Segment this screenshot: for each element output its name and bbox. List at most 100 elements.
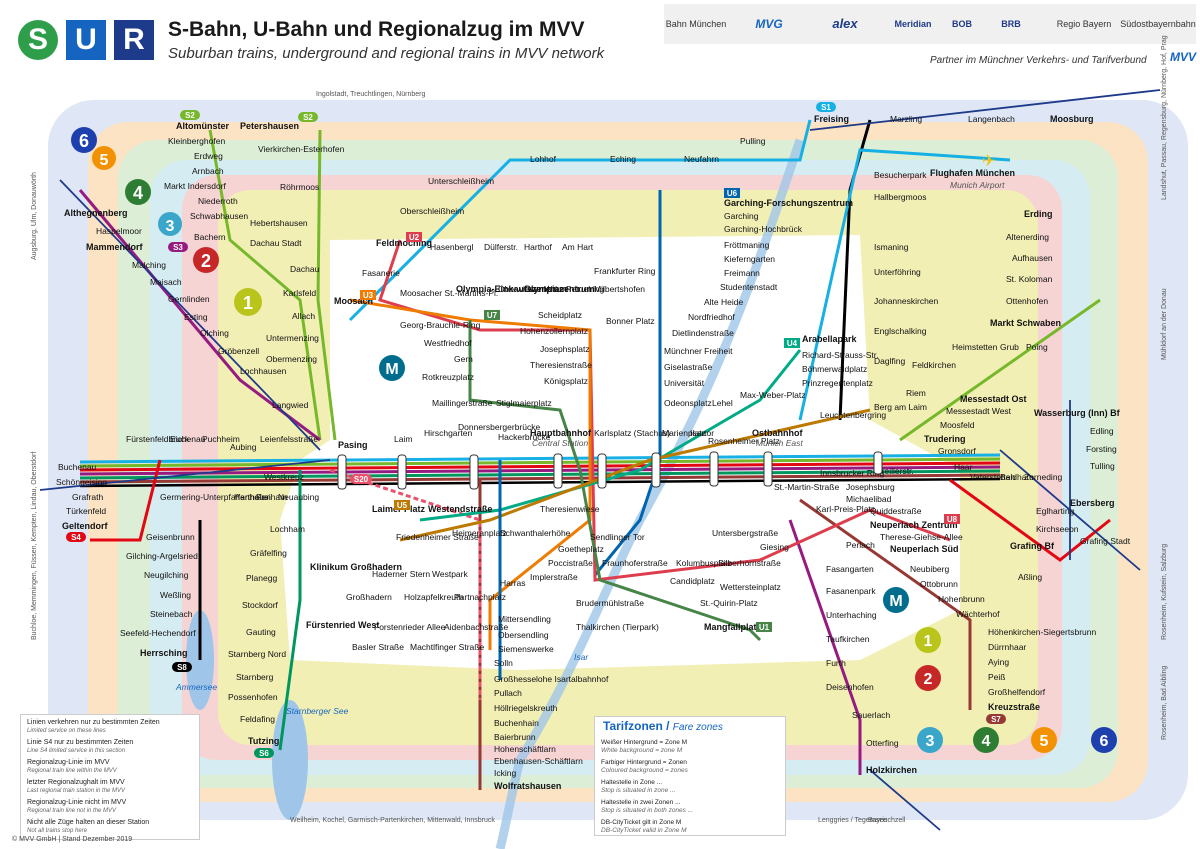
zone-3-label: 3 <box>166 218 175 235</box>
river-label: Isar <box>574 652 589 662</box>
station-label: Isartor <box>690 428 714 438</box>
station-label: Possenhofen <box>228 692 278 702</box>
regional-lines <box>39 89 1161 831</box>
station-label: Moosach <box>334 296 373 306</box>
trunk-lines <box>79 453 1001 488</box>
u-bahn-lines <box>349 190 951 680</box>
station-label: Altomünster <box>176 121 230 131</box>
s-bahn-logo: S <box>18 20 58 60</box>
partner-logo: Regio Bayern <box>1056 19 1112 29</box>
station-label: Wasserburg (Inn) Bf <box>1034 408 1121 418</box>
station-label: Allach <box>292 311 315 321</box>
station-label: Kreuzstraße <box>988 702 1040 712</box>
direction-label: Rosenheim, Bad Aibling <box>1161 666 1168 740</box>
zone-6-label: 6 <box>79 131 89 151</box>
partner-logo-bar: Bahn München MVG alex Meridian BOB BRB R… <box>664 4 1196 44</box>
legend-text: letzter Regionalzughalt im MVV <box>27 779 125 786</box>
station-label: Kieferngarten <box>724 254 775 264</box>
zone-2-label: 2 <box>201 251 211 271</box>
fare-zone-row: Haltestelle in zwei Zonen ...Stop is sit… <box>601 799 694 814</box>
station-label: Studentenstadt <box>720 282 778 292</box>
station-label: Implerstraße <box>530 572 578 582</box>
station-label: Tutzing <box>248 736 279 746</box>
station-label: Wettersteinplatz <box>720 582 781 592</box>
station-label: Friedenheimer Straße <box>396 532 479 542</box>
direction-label: Mühldorf an der Donau <box>1161 288 1168 360</box>
station-label: Mangfallplatz <box>704 622 762 632</box>
station-label: Forsting <box>1086 444 1117 454</box>
station-label: Hohenbrunn <box>938 594 985 604</box>
station-label: Fröttmaning <box>724 240 770 250</box>
direction-label: Augsburg, Ulm, Donauwörth <box>31 172 38 260</box>
station-label: Pasing <box>338 440 368 450</box>
fare-zone-panel: Tarifzonen / Fare zones Weißer Hintergru… <box>594 716 786 836</box>
station-label: Tulling <box>1090 461 1115 471</box>
station-label: Innsbrucker Ring <box>820 468 885 478</box>
station-label: Geisenbrunn <box>146 532 195 542</box>
station-label: Sauerlach <box>852 710 891 720</box>
station-label: Neugilching <box>144 570 189 580</box>
legend-text: Linien verkehren nur zu bestimmten Zeite… <box>27 719 160 726</box>
station-label: Markt Schwaben <box>990 318 1061 328</box>
station-label: Unterschleißheim <box>428 176 494 186</box>
direction-label: Ingolstadt, Treuchtlingen, Nürnberg <box>316 91 425 98</box>
zone-2-label: 2 <box>924 671 933 688</box>
station-label: Westendstraße <box>428 504 492 514</box>
line-badge: U1 <box>759 623 770 632</box>
station-label: Solln <box>494 658 513 668</box>
station-label: Langenbach <box>968 114 1015 124</box>
station-label: Grub <box>1000 342 1019 352</box>
station-label: Therese-Giehse-Allee <box>880 532 963 542</box>
station-label: Dachau Stadt <box>250 238 302 248</box>
station-label: Röhrmoos <box>280 182 319 192</box>
station-label: Frankfurter Ring <box>594 266 656 276</box>
station-label: Höllriegelskreuth <box>494 703 558 713</box>
station-label: Donnersbergerbrücke <box>458 422 540 432</box>
line-badge: U3 <box>363 291 374 300</box>
station-label: Obersendling <box>498 630 549 640</box>
east-station-en: Munich East <box>756 438 803 448</box>
station-label: Hackerbrücke <box>498 432 551 442</box>
landmark-labels: Flughafen München Munich Airport ✈ Ammer… <box>31 35 1168 824</box>
station-marker <box>763 451 773 487</box>
station-label: Holzkirchen <box>866 765 917 775</box>
station-label: Vierkirchen-Esterhofen <box>258 144 345 154</box>
station-label: Icking <box>494 768 516 778</box>
legend-text-en: Not all trains stop here <box>27 828 88 834</box>
zone-1-label: 1 <box>924 633 933 650</box>
station-label: Münchner Freiheit <box>664 346 733 356</box>
station-label: Petuelring <box>566 284 605 294</box>
station-label: Fasanerie <box>362 268 400 278</box>
station-label: Ebenhausen-Schäftlarn <box>494 756 583 766</box>
direction-label: Bayrischzell <box>868 817 906 824</box>
regionalzug-logo: R <box>114 20 154 60</box>
line-badge: U5 <box>397 501 408 510</box>
line-badge: S3 <box>173 243 183 252</box>
station-label: Dürrnhaar <box>988 642 1026 652</box>
station-label: Stiglmaierplatz <box>496 398 552 408</box>
partner-logo: MVG <box>755 17 783 31</box>
station-label: Heimstetten <box>952 342 998 352</box>
line-badges: S2 S2 S1 S3 S4 S6 S7 S8 S20 U1 U2 U3 U4 … <box>66 102 1006 758</box>
direction-label: Rosenheim, Kufstein, Salzburg <box>1161 544 1168 640</box>
line-badge: S7 <box>991 715 1001 724</box>
station-label: Nordfriedhof <box>688 312 735 322</box>
station-label: Fraunhoferstraße <box>602 558 668 568</box>
station-label: Poccistraße <box>548 558 593 568</box>
zone-4-label: 4 <box>133 183 143 203</box>
central-station-en: Central Station <box>532 438 588 448</box>
station-label: Thalkirchen (Tierpark) <box>576 622 659 632</box>
station-label: Aidenbachstraße <box>444 622 509 632</box>
copyright: © MVV GmbH | Stand Dezember 2019 <box>12 836 133 843</box>
zone-1-label: 1 <box>243 293 253 313</box>
station-label: Silberhornstraße <box>718 558 781 568</box>
station-label: Maillingerstraße <box>432 398 493 408</box>
station-label: Ostbahnhof <box>752 428 803 438</box>
station-label: Taufkirchen <box>826 634 870 644</box>
station-label: Leienfelsstraße <box>260 434 318 444</box>
station-marker <box>651 452 661 488</box>
station-label: Forstenrieder Allee <box>374 622 446 632</box>
station-label: Marienplatz <box>662 428 706 438</box>
lake-label: Ammersee <box>175 682 217 692</box>
